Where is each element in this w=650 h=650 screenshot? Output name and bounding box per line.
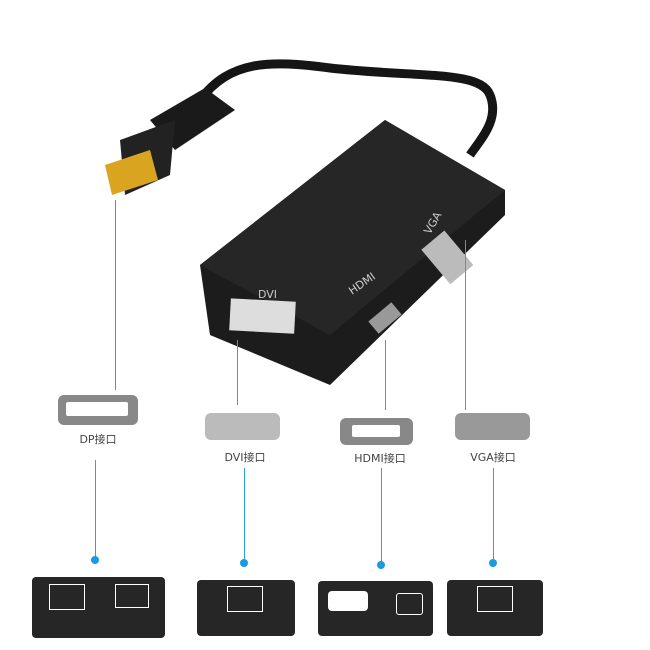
dvi-devices-box [197, 580, 295, 636]
laptop-icon [115, 584, 149, 608]
dvi-dot [240, 559, 248, 567]
monitor-icon [49, 584, 85, 610]
hdmi-arrow-line [385, 340, 386, 410]
hdmi-dot [377, 561, 385, 569]
dp-devices-box [32, 577, 165, 638]
dvi-icon [205, 413, 280, 440]
adapter-product-image: DVI HDMI VGA [105, 59, 505, 385]
displayport-icon [58, 395, 138, 425]
hdmi-line [381, 468, 382, 565]
dp-dot [91, 556, 99, 564]
tv-icon [396, 593, 423, 615]
vga-devices-box [447, 580, 543, 636]
dvi-arrow-line [237, 340, 238, 405]
vga-dot [489, 559, 497, 567]
monitor-icon [477, 586, 513, 612]
dvi-line [244, 468, 245, 563]
monitor-icon [227, 586, 263, 612]
dp-label: DP接口 [79, 433, 117, 446]
projector-icon [328, 591, 368, 611]
vga-label: VGA接口 [470, 451, 516, 464]
hdmi-icon [340, 418, 413, 445]
dvi-label: DVI接口 [224, 451, 266, 464]
dp-arrow-line [115, 200, 116, 390]
hdmi-label: HDMI接口 [354, 452, 406, 465]
vga-line [493, 468, 494, 563]
vga-icon [455, 413, 530, 440]
hdmi-devices-box [318, 581, 433, 636]
adapter-port-label-dvi: DVI [258, 288, 277, 301]
vga-arrow-line [465, 240, 466, 410]
dp-line [95, 460, 96, 560]
